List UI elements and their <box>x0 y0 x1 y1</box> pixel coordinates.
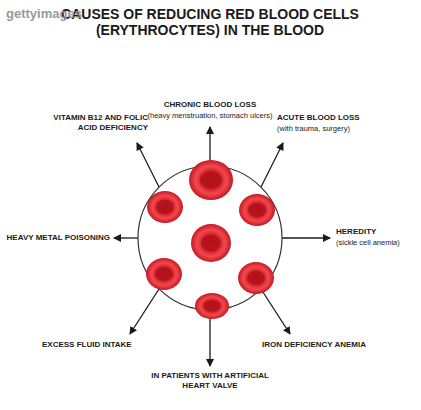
leader-arrows <box>114 127 330 366</box>
red-blood-cell <box>191 224 231 262</box>
cause-label: IRON DEFICIENCY ANEMIA <box>262 340 366 350</box>
cause-detail: (sickle cell anemia) <box>336 238 400 247</box>
cause-detail: (with trauma, surgery) <box>277 124 350 133</box>
cause-label: CHRONIC BLOOD LOSS <box>164 100 256 110</box>
cause-label: HEAVY METAL POISONING <box>7 233 110 243</box>
diagram-title: CAUSES OF REDUCING RED BLOOD CELLS (ERYT… <box>60 6 360 38</box>
cause-label: VITAMIN B12 AND FOLIC ACID DEFICIENCY <box>36 113 148 132</box>
cause-label: ACUTE BLOOD LOSS <box>277 113 360 123</box>
red-blood-cell <box>239 194 275 226</box>
red-blood-cell <box>195 293 229 319</box>
red-blood-cell <box>238 262 274 294</box>
red-blood-cell <box>146 258 182 290</box>
cell-center <box>247 271 265 285</box>
cell-center <box>201 234 221 251</box>
watermark: gettyimages <box>6 6 82 22</box>
red-blood-cells <box>146 160 275 319</box>
cause-label: IN PATIENTS WITH ARTIFICIAL HEART VALVE <box>148 371 273 390</box>
cause-label: HEREDITY <box>336 227 376 237</box>
cause-detail: (heavy menstruation, stomach ulcers) <box>147 111 272 120</box>
cell-center <box>155 267 173 281</box>
cell-center <box>248 203 266 217</box>
cell-center <box>156 200 174 214</box>
red-blood-cell <box>147 191 183 223</box>
cause-label: EXCESS FLUID INTAKE <box>42 340 132 350</box>
cell-center <box>200 171 222 189</box>
blood-circle <box>138 166 282 310</box>
red-blood-cell <box>189 160 233 200</box>
cell-center <box>204 300 221 312</box>
